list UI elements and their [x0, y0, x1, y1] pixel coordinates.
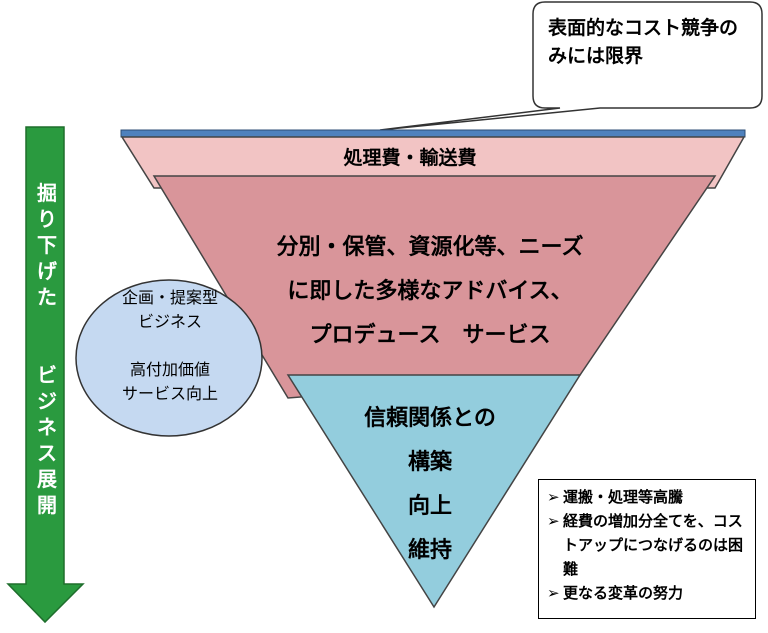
- tier1-label: 処理費・輸送費: [343, 147, 477, 169]
- tier3-label: 信頼関係との 構築 向上 維持: [340, 397, 520, 573]
- arrow-char: ビ: [37, 363, 57, 387]
- note-text: 経費の増加分全てを、コストアップにつなげるのは困難: [563, 512, 744, 578]
- note-text: 更なる変革の努力: [563, 584, 684, 602]
- ellipse-line: [90, 334, 250, 358]
- tier3-line: 構築: [407, 450, 452, 475]
- note-item: ➢ 更なる変革の努力: [547, 581, 747, 605]
- arrow-label: 掘 り 下 げ た ビ ジ ネ ス 展 開: [23, 180, 71, 518]
- tier3-line: 維持: [407, 538, 452, 563]
- arrow-bullet-icon: ➢: [547, 488, 560, 506]
- arrow-char: [23, 310, 71, 336]
- arrow-char: [23, 336, 71, 362]
- ellipse-line: 高付加価値: [129, 360, 210, 379]
- arrow-bullet-icon: ➢: [547, 512, 560, 530]
- tier2-line: 分別・保管、資源化等、ニーズ: [276, 235, 584, 260]
- value-ellipse: [75, 279, 263, 437]
- tier3-shape: [286, 374, 582, 609]
- arrow-char: た: [37, 285, 57, 309]
- callout-text: 表面的なコスト競争のみには限界: [548, 17, 739, 67]
- arrow-char: ネ: [37, 415, 57, 439]
- arrow-char: 展: [37, 467, 57, 491]
- ellipse-label: 企画・提案型 ビジネス 高付加価値 サービス向上: [90, 286, 250, 406]
- arrow-char: ジ: [37, 389, 57, 413]
- tier2-label: 分別・保管、資源化等、ニーズ に即した多様なアドバイス、 プロデュース サービス: [240, 226, 620, 358]
- arrow-char: り: [37, 207, 57, 231]
- tier2-line: プロデュース サービス: [309, 323, 551, 348]
- ellipse-line: ビジネス: [137, 312, 202, 331]
- top-bar: [120, 129, 746, 138]
- tier3-line: 信頼関係との: [364, 406, 496, 431]
- tier3-line: 向上: [407, 494, 452, 519]
- ellipse-line: 企画・提案型: [121, 288, 218, 307]
- arrow-char: げ: [37, 259, 57, 283]
- arrow-char: ス: [37, 441, 57, 465]
- arrow-char: 掘: [37, 181, 57, 205]
- arrow-char: 下: [37, 233, 57, 257]
- tier2-line: に即した多様なアドバイス、: [287, 279, 573, 304]
- notes-box: ➢ 運搬・処理等高騰 ➢ 経費の増加分全てを、コストアップにつなげるのは困難 ➢…: [538, 479, 756, 619]
- ellipse-line: サービス向上: [121, 384, 218, 403]
- arrow-char: 開: [37, 493, 57, 517]
- arrow-bullet-icon: ➢: [547, 584, 560, 602]
- note-text: 運搬・処理等高騰: [563, 488, 684, 506]
- deepening-arrow: [6, 126, 85, 624]
- note-item: ➢ 経費の増加分全てを、コストアップにつなげるのは困難: [547, 509, 747, 581]
- callout-bubble: [379, 1, 763, 131]
- note-item: ➢ 運搬・処理等高騰: [547, 485, 747, 509]
